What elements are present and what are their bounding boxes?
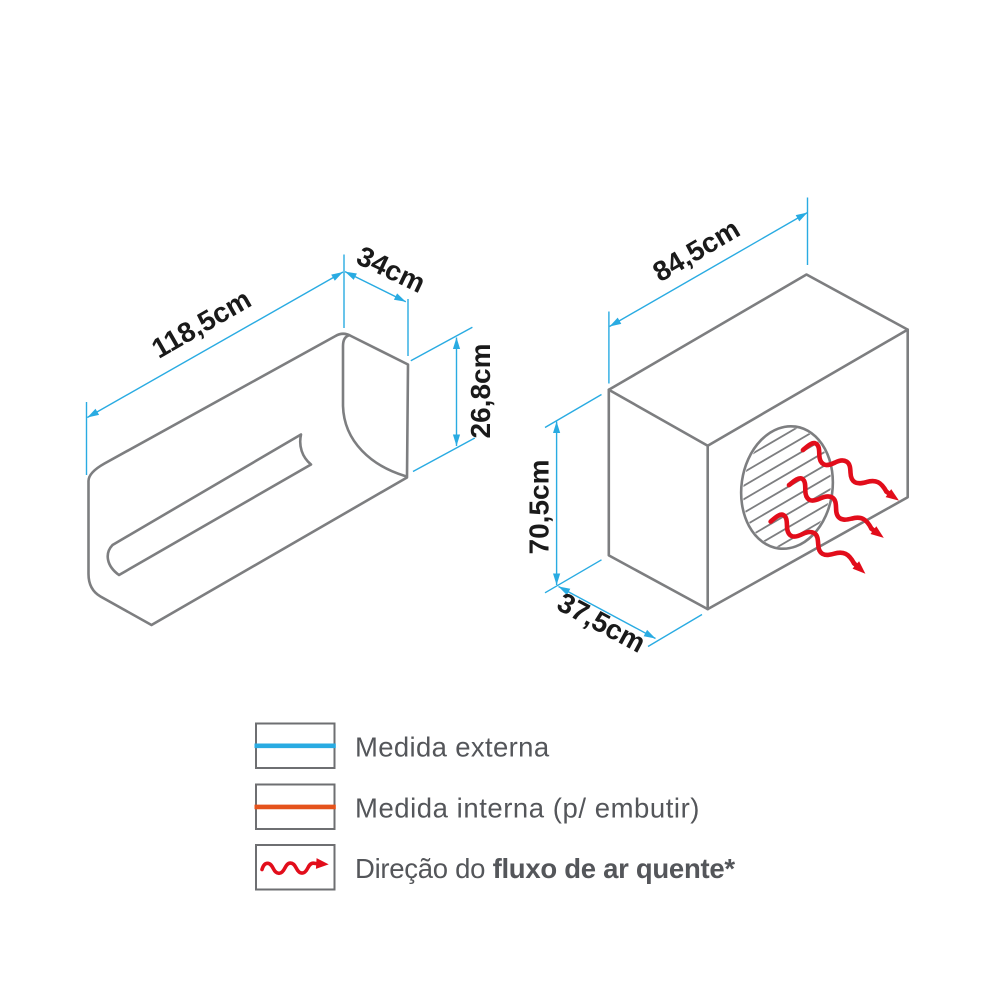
svg-text:Direção do fluxo de ar quente*: Direção do fluxo de ar quente* [355,853,735,884]
svg-text:26,8cm: 26,8cm [465,344,496,439]
svg-text:70,5cm: 70,5cm [524,460,555,555]
svg-text:Medida interna (p/ embutir): Medida interna (p/ embutir) [355,793,700,824]
svg-text:Medida externa: Medida externa [355,732,550,763]
